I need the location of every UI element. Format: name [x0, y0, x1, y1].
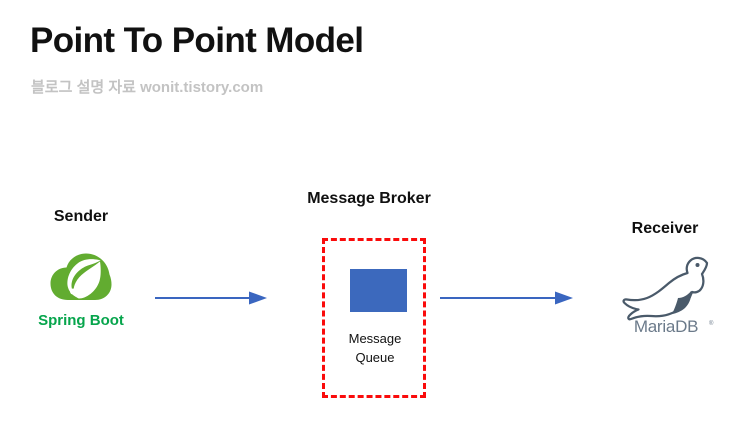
message-broker-title-label: Message Broker: [307, 190, 431, 207]
sender-title-label: Sender: [53, 208, 109, 225]
svg-text:®: ®: [709, 320, 714, 327]
page-title: Point To Point Model: [30, 21, 364, 60]
diagram-node-sender: Sender Spring Boot: [16, 208, 146, 340]
spring-boot-label: Spring Boot: [38, 312, 124, 329]
message-queue-box: Message Queue: [322, 238, 426, 398]
mariadb-seal-icon: MariaDB ®: [616, 252, 716, 336]
message-queue-label: Message Queue: [348, 331, 402, 365]
arrow-broker-to-receiver: [440, 291, 573, 305]
diagram-node-receiver: Receiver MariaDB ®: [598, 220, 732, 340]
page-subtitle: 블로그 설명 자료 wonit.tistory.com: [31, 79, 264, 96]
receiver-title-label: Receiver: [631, 220, 699, 237]
queue-square-shape: [350, 269, 407, 312]
diagram-node-broker: Message Broker Message Queue: [281, 190, 457, 402]
arrow-sender-to-broker: [155, 291, 267, 305]
spring-boot-leaf-icon: [50, 252, 112, 302]
svg-text:MariaDB: MariaDB: [634, 317, 698, 336]
